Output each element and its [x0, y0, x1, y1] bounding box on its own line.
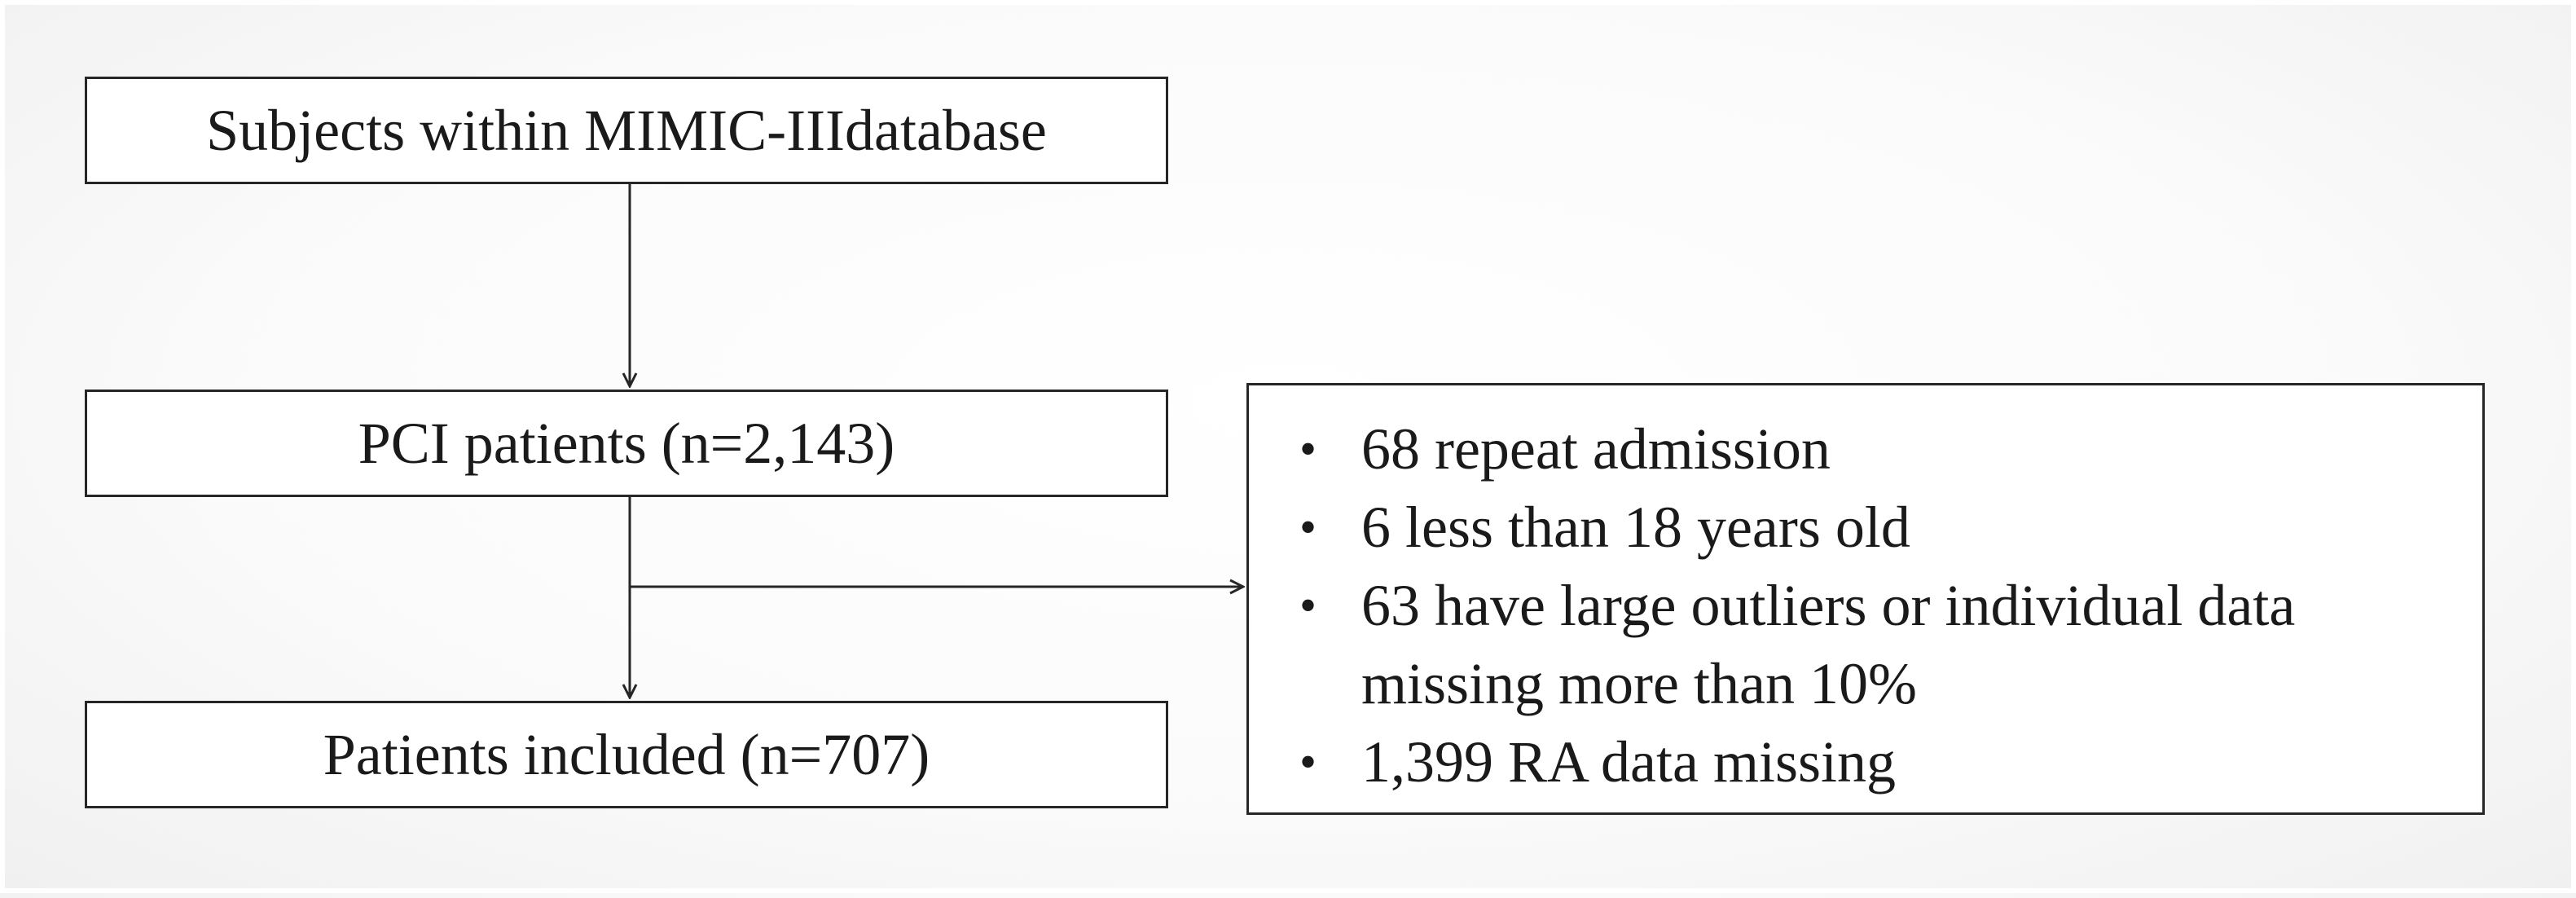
patients-included-box-label: Patients included (n=707) — [323, 722, 930, 787]
subjects-box: Subjects within MIMIC-IIIdatabase — [85, 77, 1168, 184]
bullet-icon: • — [1299, 735, 1317, 789]
exclusion-list: • 68 repeat admission • 6 less than 18 y… — [1273, 410, 2466, 801]
patients-included-box: Patients included (n=707) — [85, 701, 1168, 808]
exclusion-text: 63 have large outliers or individual dat… — [1361, 573, 2296, 716]
subjects-box-label: Subjects within MIMIC-IIIdatabase — [206, 98, 1047, 163]
exclusion-text: 6 less than 18 years old — [1361, 495, 1910, 560]
exclusion-text: 1,399 RA data missing — [1361, 729, 1897, 795]
exclusion-item-outliers: • 63 have large outliers or individual d… — [1273, 566, 2466, 723]
exclusion-text: 68 repeat admission — [1361, 416, 1831, 482]
exclusion-item-under-18: • 6 less than 18 years old — [1273, 488, 2466, 566]
exclusion-item-ra-missing: • 1,399 RA data missing — [1273, 723, 2466, 801]
bullet-icon: • — [1299, 579, 1317, 632]
exclusion-item-repeat-admission: • 68 repeat admission — [1273, 410, 2466, 488]
bullet-icon: • — [1299, 422, 1317, 476]
pci-patients-box-label: PCI patients (n=2,143) — [358, 411, 895, 476]
pci-patients-box: PCI patients (n=2,143) — [85, 390, 1168, 497]
bullet-icon: • — [1299, 500, 1317, 554]
exclusion-criteria-box: • 68 repeat admission • 6 less than 18 y… — [1246, 383, 2485, 815]
